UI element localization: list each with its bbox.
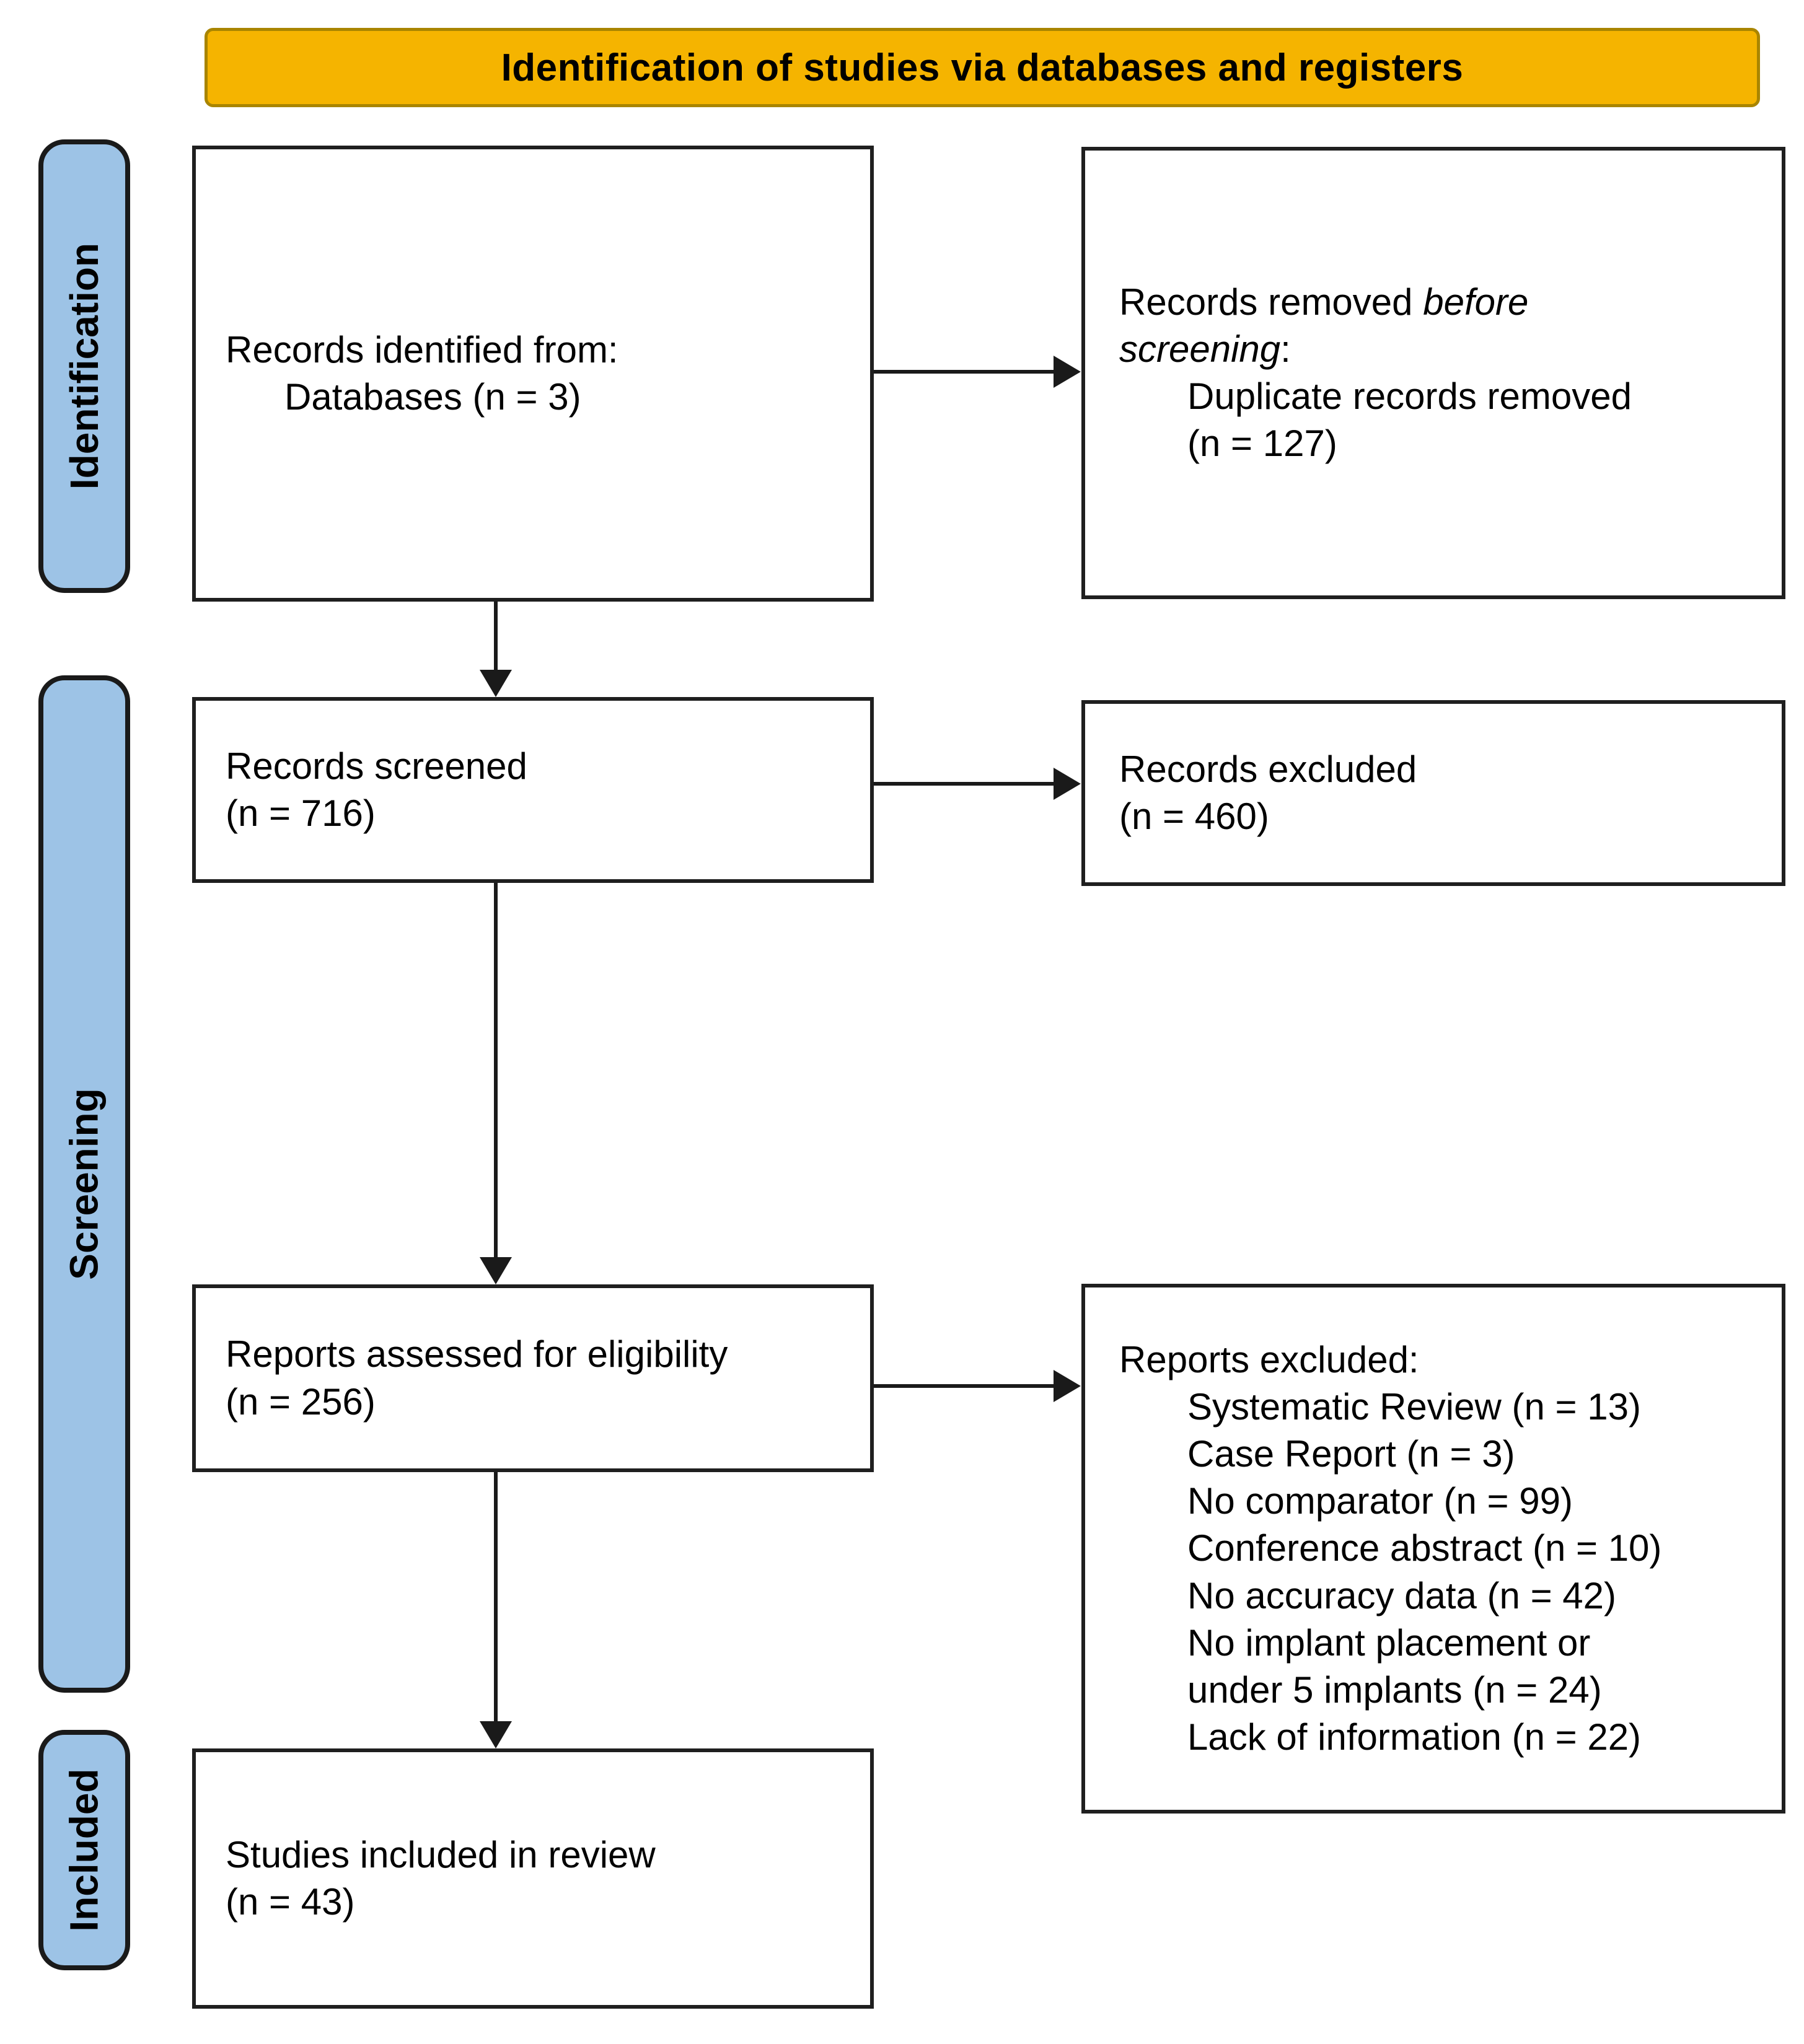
stage-label-screening: Screening	[62, 1088, 107, 1280]
box-records-excluded: Records excluded (n = 460)	[1081, 700, 1785, 886]
records-screened-line2: (n = 716)	[226, 792, 376, 834]
arrow-line	[874, 782, 1055, 786]
excluded-reason: No implant placement or under 5 implants…	[1187, 1621, 1602, 1711]
arrow-head-down-icon	[480, 1721, 512, 1748]
excluded-reason: Conference abstract (n = 10)	[1187, 1527, 1662, 1569]
records-removed-detail-line2: (n = 127)	[1187, 423, 1337, 465]
banner-title: Identification of studies via databases …	[501, 46, 1464, 89]
box-reports-assessed: Reports assessed for eligibility (n = 25…	[192, 1284, 874, 1472]
records-removed-detail-line1: Duplicate records removed	[1187, 375, 1632, 417]
studies-included-line1: Studies included in review	[226, 1833, 656, 1875]
stage-label-identification: Identification	[62, 242, 107, 490]
box-records-screened: Records screened (n = 716)	[192, 697, 874, 883]
arrow-line	[494, 602, 498, 671]
records-excluded-line2: (n = 460)	[1119, 796, 1269, 837]
stage-bar-included: Included	[38, 1730, 130, 1970]
box-records-identified: Records identified from: Databases (n = …	[192, 146, 874, 602]
banner: Identification of studies via databases …	[205, 28, 1760, 107]
excluded-reason: Systematic Review (n = 13)	[1187, 1385, 1641, 1428]
excluded-reason: No comparator (n = 99)	[1187, 1480, 1573, 1522]
box-studies-included: Studies included in review (n = 43)	[192, 1748, 874, 2009]
arrow-head-down-icon	[480, 1257, 512, 1284]
excluded-reason: Lack of information (n = 22)	[1187, 1716, 1642, 1758]
reports-excluded-title: Reports excluded:	[1119, 1338, 1419, 1380]
records-screened-line1: Records screened	[226, 745, 527, 787]
reports-assessed-line2: (n = 256)	[226, 1380, 376, 1423]
records-removed-prefix: Records removed	[1119, 281, 1423, 323]
arrow-head-right-icon	[1054, 768, 1081, 800]
studies-included-line2: (n = 43)	[226, 1881, 355, 1923]
records-removed-suffix: :	[1280, 328, 1291, 370]
excluded-reason: No accuracy data (n = 42)	[1187, 1574, 1617, 1616]
records-removed-italic: before screening	[1119, 281, 1529, 370]
records-identified-line2: Databases (n = 3)	[284, 376, 581, 418]
box-records-removed: Records removed before screening: Duplic…	[1081, 147, 1785, 599]
stage-bar-screening: Screening	[38, 675, 130, 1693]
excluded-reason: Case Report (n = 3)	[1187, 1433, 1515, 1475]
arrow-line	[874, 1384, 1055, 1388]
arrow-head-down-icon	[480, 670, 512, 697]
arrow-head-right-icon	[1054, 1370, 1081, 1402]
records-identified-line1: Records identified from:	[226, 328, 618, 371]
stage-label-included: Included	[62, 1768, 107, 1932]
arrow-line	[494, 883, 498, 1258]
records-removed-heading: Records removed before screening:	[1119, 279, 1627, 373]
reports-assessed-line1: Reports assessed for eligibility	[226, 1333, 728, 1375]
box-reports-excluded: Reports excluded: Systematic Review (n =…	[1081, 1284, 1785, 1814]
arrow-head-right-icon	[1054, 356, 1081, 388]
arrow-line	[494, 1472, 498, 1722]
records-excluded-line1: Records excluded	[1119, 748, 1417, 790]
arrow-line	[874, 370, 1055, 374]
stage-bar-identification: Identification	[38, 139, 130, 593]
